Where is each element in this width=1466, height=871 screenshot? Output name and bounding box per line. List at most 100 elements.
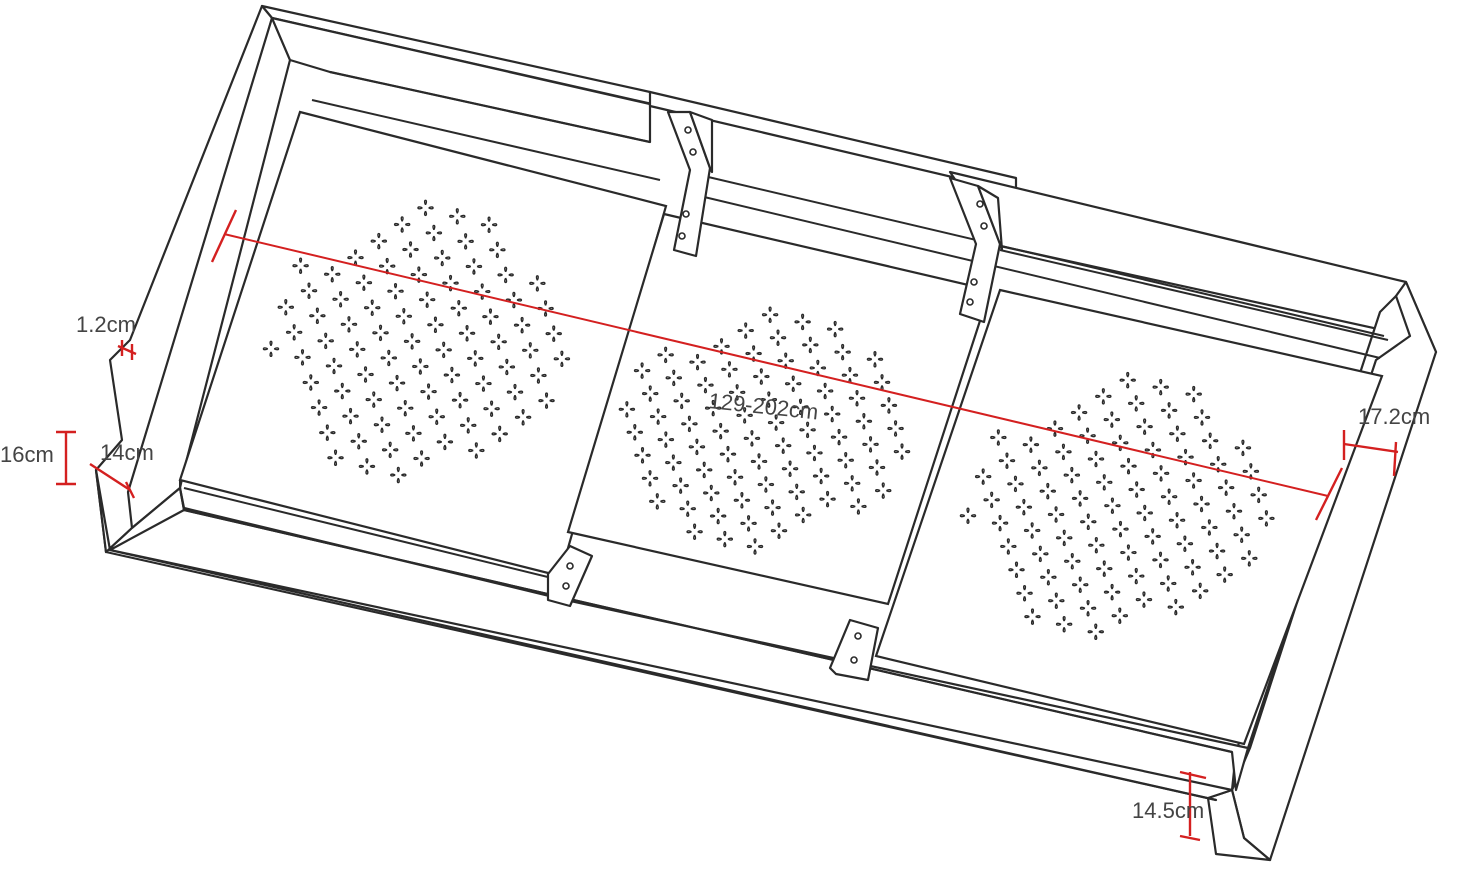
perforation-hole — [433, 249, 451, 267]
dimension-inner-height — [89, 462, 136, 499]
perforation-hole — [1120, 457, 1137, 475]
perforation-hole — [809, 359, 827, 377]
perforation-hole — [770, 522, 788, 539]
perforation-hole — [497, 266, 514, 284]
perforation-hole — [959, 507, 977, 524]
perforation-hole — [704, 399, 722, 417]
perforation-hole — [1119, 371, 1136, 389]
perforation-hole — [405, 425, 422, 442]
perforation-hole — [380, 349, 398, 367]
perforation-hole — [1016, 584, 1033, 602]
perforation-hole — [1216, 566, 1233, 583]
perforation-hole — [458, 325, 476, 342]
perforation-hole — [1103, 583, 1121, 601]
perforation-hole — [1208, 542, 1226, 560]
label-inner-height: 14cm — [100, 440, 154, 465]
perforation-hole — [1071, 490, 1089, 507]
right-panel — [874, 288, 1384, 746]
perforation-hole — [323, 265, 341, 283]
perforation-hole — [740, 515, 757, 532]
bracket-bottom-right — [828, 618, 880, 682]
perforation-hole — [736, 407, 753, 424]
left-panel-holes — [262, 199, 571, 484]
perforation-hole — [327, 449, 344, 467]
label-foot-height: 14.5cm — [1132, 798, 1204, 823]
perforation-hole — [325, 357, 343, 375]
perforation-hole — [983, 491, 1000, 509]
perforation-hole — [689, 353, 706, 371]
perforation-hole — [1088, 536, 1105, 554]
perforation-hole — [703, 484, 720, 502]
perforation-hole — [465, 258, 483, 275]
perforation-hole — [1128, 481, 1145, 498]
perforation-hole — [1087, 623, 1105, 641]
perforation-hole — [498, 358, 516, 376]
perforation-hole — [347, 249, 364, 266]
perforation-hole — [688, 438, 706, 456]
perforation-hole — [393, 216, 411, 233]
perforation-hole — [781, 460, 799, 477]
right-panel-holes — [959, 371, 1275, 641]
perforation-hole — [262, 340, 280, 358]
middle-panel-plate — [566, 212, 992, 606]
perforation-hole — [387, 282, 404, 300]
perforation-hole — [1055, 615, 1073, 633]
perforation-hole — [480, 216, 498, 233]
perforation-hole — [309, 307, 326, 325]
perforation-hole — [1169, 425, 1186, 442]
perforation-hole — [420, 383, 437, 400]
perforation-hole — [358, 458, 376, 475]
perforation-hole — [522, 342, 539, 359]
perforation-hole — [893, 443, 911, 460]
perforation-hole — [482, 308, 499, 325]
perforation-hole — [1079, 599, 1097, 617]
perforation-hole — [745, 345, 762, 362]
perforation-hole — [880, 397, 898, 414]
perforation-hole — [1217, 479, 1235, 496]
perforation-hole — [1047, 506, 1065, 523]
perforation-hole — [709, 507, 727, 525]
perforation-hole — [417, 199, 434, 217]
perforation-hole — [418, 291, 436, 308]
perforation-hole — [530, 367, 547, 384]
perforation-hole — [1031, 459, 1048, 477]
perforation-hole — [381, 441, 399, 459]
perforation-hole — [1135, 591, 1153, 608]
perforation-hole — [1103, 411, 1121, 428]
perforation-hole — [1080, 513, 1097, 531]
perforation-hole — [1191, 582, 1209, 600]
perforation-hole — [716, 530, 734, 548]
perforation-hole — [733, 492, 751, 509]
perforation-hole — [285, 324, 303, 341]
perforation-hole — [412, 358, 429, 375]
perforation-hole — [728, 384, 746, 401]
perforation-hole — [1242, 463, 1260, 480]
perforation-hole — [686, 523, 703, 541]
perforation-hole — [887, 420, 904, 437]
perforation-hole — [475, 375, 492, 392]
perforation-hole — [634, 447, 651, 464]
perforation-hole — [373, 416, 391, 433]
perforation-hole — [294, 349, 311, 366]
dimension-total-length — [210, 209, 1344, 521]
perforation-hole — [649, 408, 667, 425]
label-outer-height: 16cm — [0, 442, 54, 467]
perforation-hole — [310, 399, 328, 416]
right-panel-plate — [874, 288, 1384, 746]
perforation-hole — [721, 361, 738, 378]
perforation-hole — [1234, 439, 1252, 457]
perforation-hole — [334, 382, 351, 400]
perforation-hole — [292, 257, 309, 274]
label-wall-thickness: 1.2cm — [76, 312, 136, 337]
perforation-hole — [1046, 420, 1064, 437]
perforation-hole — [1128, 567, 1145, 585]
perforation-hole — [819, 490, 836, 508]
perforation-hole — [1193, 495, 1210, 513]
perforation-hole — [357, 366, 374, 383]
perforation-hole — [370, 232, 388, 250]
perforation-hole — [1070, 404, 1088, 421]
middle-panel-holes — [618, 306, 911, 555]
perforation-hole — [350, 433, 367, 450]
perforation-hole — [657, 431, 675, 448]
